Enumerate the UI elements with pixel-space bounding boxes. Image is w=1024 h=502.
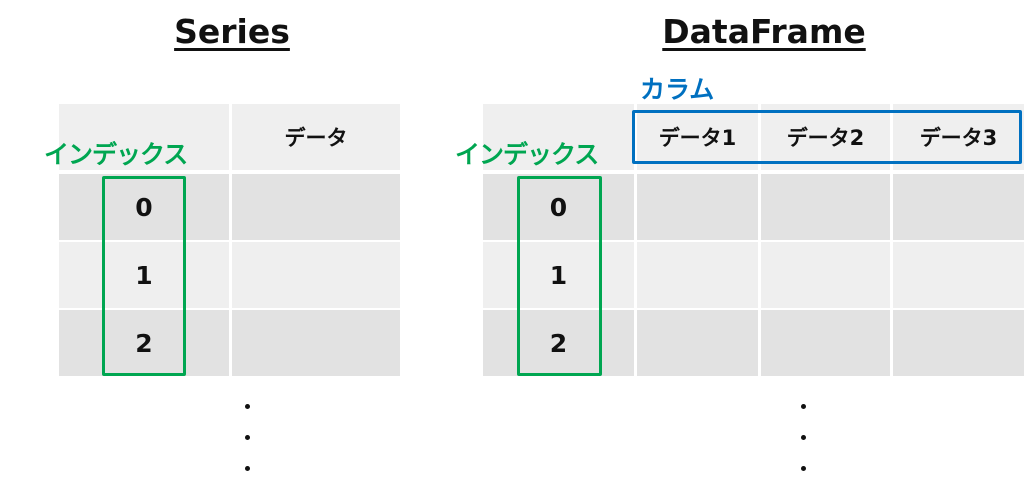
- dataframe-index-2: 2: [483, 310, 634, 376]
- series-index-2: 2: [59, 310, 229, 376]
- dataframe-header-data2: データ2: [761, 104, 890, 170]
- dataframe-index-1: 1: [483, 242, 634, 308]
- dataframe-title: DataFrame: [662, 12, 866, 51]
- series-data-cell-0: [232, 174, 400, 240]
- series-index-1: 1: [59, 242, 229, 308]
- dataframe-index-label: インデックス: [455, 140, 599, 169]
- dataframe-column-highlight-box: [632, 110, 1022, 164]
- dataframe-column-label: カラム: [640, 75, 715, 104]
- series-continuation-dot: [245, 435, 250, 440]
- dataframe-cell: [893, 174, 1024, 240]
- dataframe-header-data3: データ3: [893, 104, 1024, 170]
- series-data-cell-1: [232, 242, 400, 308]
- dataframe-cell: [637, 174, 758, 240]
- series-table: データ 0 1 2: [59, 104, 400, 376]
- dataframe-cell: [893, 310, 1024, 376]
- dataframe-cell: [637, 242, 758, 308]
- dataframe-header-index-cell: [483, 104, 634, 170]
- series-header-index-cell: [59, 104, 229, 170]
- dataframe-cell: [761, 242, 890, 308]
- dataframe-cell: [637, 310, 758, 376]
- series-continuation-dot: [245, 466, 250, 471]
- dataframe-continuation-dot: [801, 404, 806, 409]
- series-index-0: 0: [59, 174, 229, 240]
- series-title: Series: [174, 12, 290, 51]
- dataframe-cell: [761, 174, 890, 240]
- series-index-label: インデックス: [44, 140, 188, 169]
- dataframe-index-highlight-box: [517, 176, 602, 376]
- series-index-highlight-box: [102, 176, 186, 376]
- dataframe-table: データ1 データ2 データ3 0 1 2: [483, 104, 1024, 376]
- dataframe-cell: [761, 310, 890, 376]
- dataframe-continuation-dot: [801, 435, 806, 440]
- series-header-data: データ: [232, 104, 400, 170]
- series-continuation-dot: [245, 404, 250, 409]
- dataframe-continuation-dot: [801, 466, 806, 471]
- series-data-cell-2: [232, 310, 400, 376]
- dataframe-index-0: 0: [483, 174, 634, 240]
- dataframe-header-data1: データ1: [637, 104, 758, 170]
- dataframe-cell: [893, 242, 1024, 308]
